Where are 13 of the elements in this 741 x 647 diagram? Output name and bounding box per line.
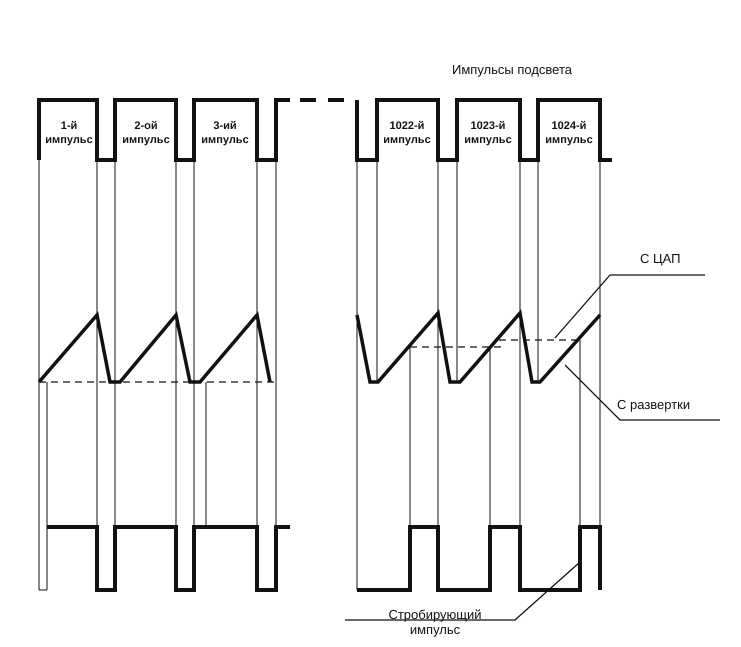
callout-label: С развертки	[617, 397, 690, 412]
callout-label: Стробирующий импульс	[380, 607, 490, 637]
leader-line	[564, 364, 720, 421]
pulse-label: 1-й импульс	[44, 119, 94, 147]
leader-line	[554, 274, 705, 338]
pulse-label: 3-ий импульс	[200, 119, 250, 147]
leader-line	[345, 562, 580, 621]
pulse-label: 1024-й импульс	[544, 119, 594, 147]
signal-label: Импульсы подсвета	[452, 62, 572, 77]
pulse-label: 2-ой импульс	[121, 119, 171, 147]
pulse-label: 1022-й импульс	[382, 119, 432, 147]
callout-label: С ЦАП	[640, 251, 680, 266]
pulse-label: 1023-й импульс	[463, 119, 513, 147]
